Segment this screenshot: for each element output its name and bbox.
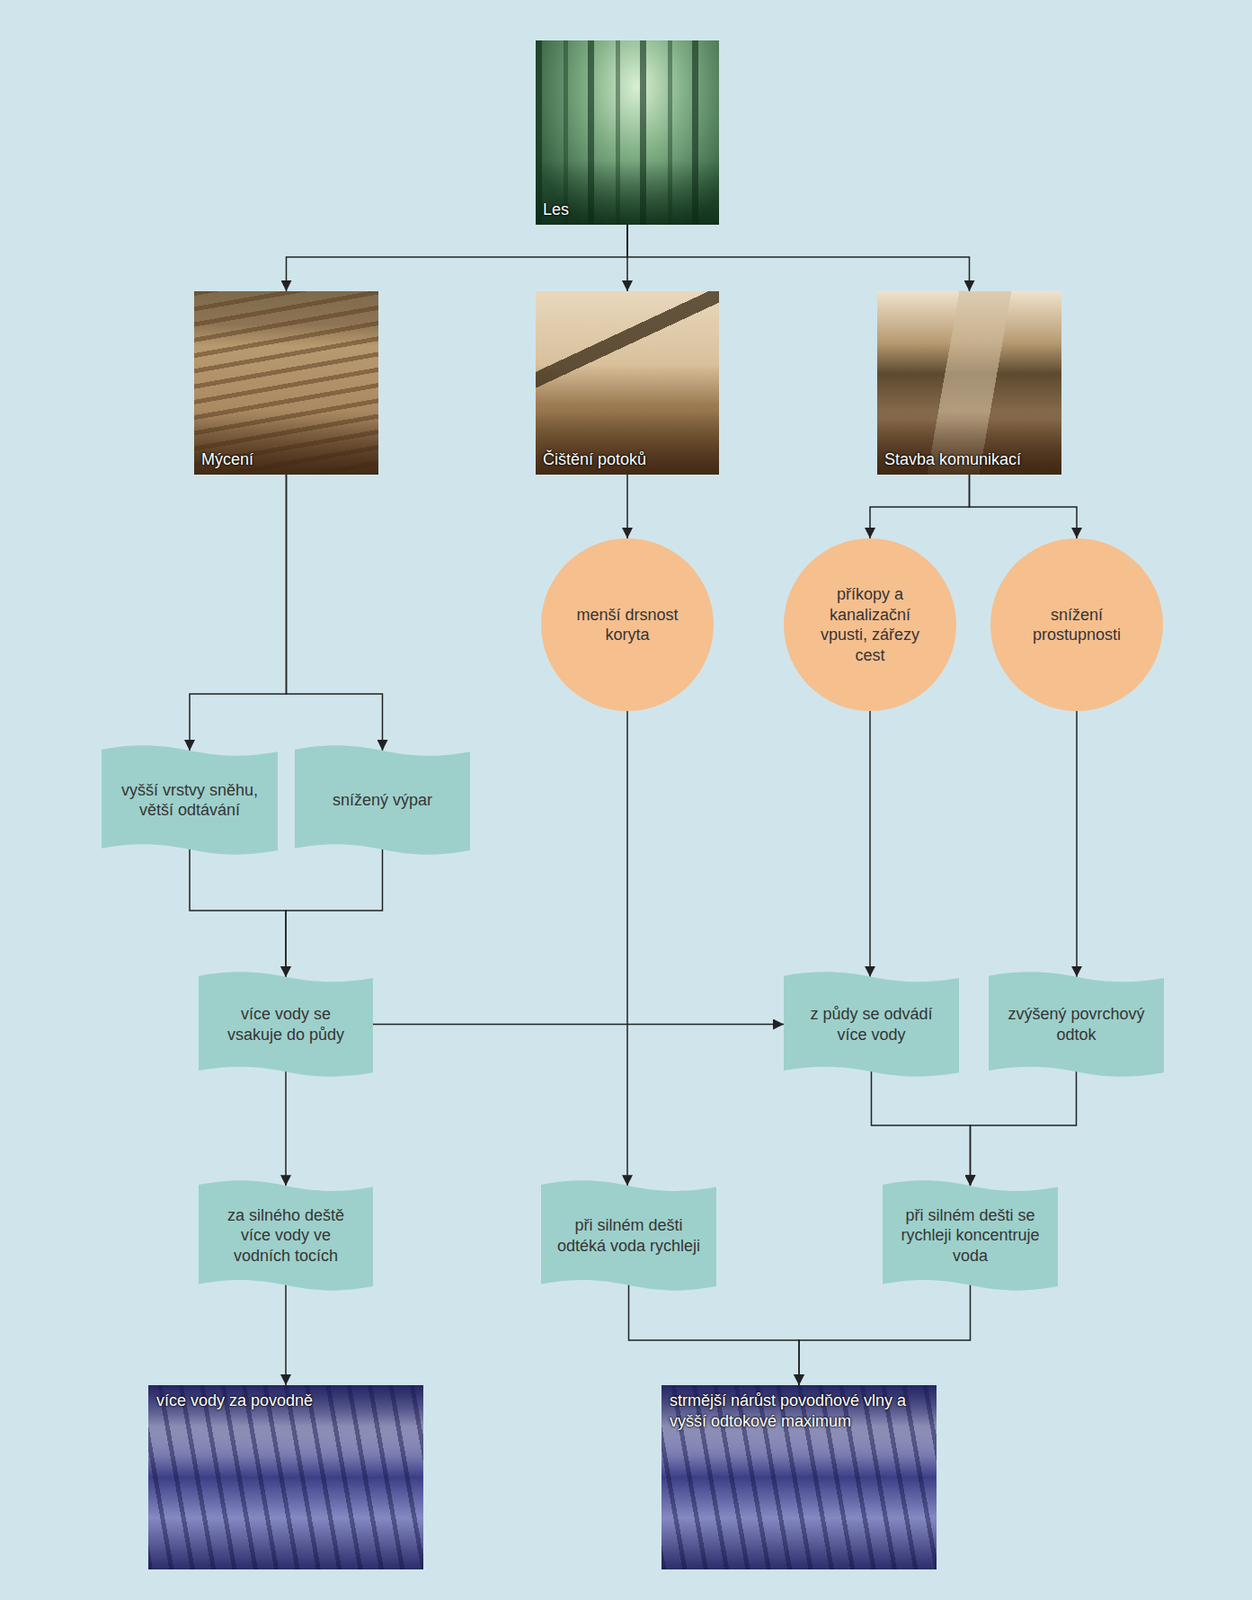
connector — [970, 1068, 1077, 1187]
connector — [1075, 709, 1078, 977]
connector — [626, 709, 629, 1186]
stream-cleaning-photo: Čištění potoků — [535, 291, 720, 475]
process-box: více vody se vsakuje do půdy — [198, 971, 373, 1077]
wave-fill — [783, 971, 959, 1076]
wave-fill — [101, 745, 278, 854]
road-building-photo: Stavba komunikací — [877, 291, 1062, 475]
wave-shape — [198, 971, 373, 1077]
effect-circle: snížení prostupnosti — [990, 538, 1164, 711]
process-box: při silném dešti odtéká voda rychleji — [541, 1180, 717, 1291]
connector — [189, 845, 286, 977]
node-text: za silného deště více vody ve vodních to… — [213, 1205, 359, 1267]
flood-photo: více vody za povodně — [148, 1385, 424, 1570]
connector — [286, 474, 383, 751]
node-text: vyšší vrstvy sněhu, větší odtávání — [115, 780, 264, 821]
node-text: z půdy se odvádí více vody — [798, 1003, 945, 1045]
wave-fill — [198, 971, 373, 1076]
connector — [870, 474, 970, 539]
connector — [627, 224, 970, 292]
connector — [629, 1281, 800, 1386]
process-box: za silného deště více vody ve vodních to… — [198, 1180, 373, 1291]
photo-caption: Stavba komunikací — [884, 449, 1055, 471]
connector — [626, 474, 629, 539]
photo-caption: více vody za povodně — [156, 1390, 313, 1412]
connector — [869, 709, 871, 977]
connector — [285, 845, 383, 977]
connector — [369, 1023, 784, 1026]
wave-shape — [541, 1180, 717, 1291]
node-text: zvýšený povrchový odtok — [1003, 1003, 1150, 1045]
node-text: menší drsnost koryta — [564, 604, 691, 646]
wave-fill — [988, 971, 1164, 1076]
process-box: snížený výpar — [294, 745, 471, 855]
connector — [969, 474, 1078, 539]
connector — [189, 474, 287, 751]
clearcut-photo: Mýcení — [194, 291, 379, 475]
photo-caption: Mýcení — [201, 449, 372, 471]
wave-shape — [988, 971, 1164, 1077]
node-text: snížený výpar — [332, 790, 433, 811]
forest-photo: Les — [535, 40, 720, 225]
photo-caption: strmější nárůst povodňové vlny a vyšší o… — [669, 1390, 926, 1431]
process-box: zvýšený povrchový odtok — [988, 971, 1164, 1077]
connector — [871, 1068, 971, 1187]
process-box: při silném dešti se rychleji koncentruje… — [882, 1180, 1058, 1291]
effect-circle: příkopy a kanalizační vpusti, zářezy ces… — [783, 538, 957, 711]
effect-circle: menší drsnost koryta — [541, 538, 714, 711]
wave-fill — [294, 745, 471, 854]
wave-fill — [882, 1180, 1058, 1290]
wave-fill — [541, 1180, 717, 1290]
wave-fill — [198, 1180, 373, 1290]
photo-caption: Čištění potoků — [542, 449, 712, 471]
connector — [286, 224, 629, 292]
node-text: příkopy a kanalizační vpusti, zářezy ces… — [807, 584, 933, 666]
connector — [799, 1281, 971, 1386]
process-box: z půdy se odvádí více vody — [783, 971, 959, 1077]
node-text: snížení prostupnosti — [1013, 604, 1140, 646]
process-box: vyšší vrstvy sněhu, větší odtávání — [101, 745, 278, 855]
node-text: při silném dešti odtéká voda rychleji — [555, 1215, 702, 1256]
connector — [284, 1281, 287, 1386]
wave-shape — [101, 745, 278, 855]
node-text: více vody se vsakuje do půdy — [213, 1003, 359, 1045]
node-text: při silném dešti se rychleji koncentruje… — [896, 1205, 1044, 1267]
wave-shape — [783, 971, 959, 1077]
flood-photo: strmější nárůst povodňové vlny a vyšší o… — [661, 1385, 937, 1570]
connector — [284, 1068, 287, 1187]
photo-caption: Les — [542, 199, 712, 221]
